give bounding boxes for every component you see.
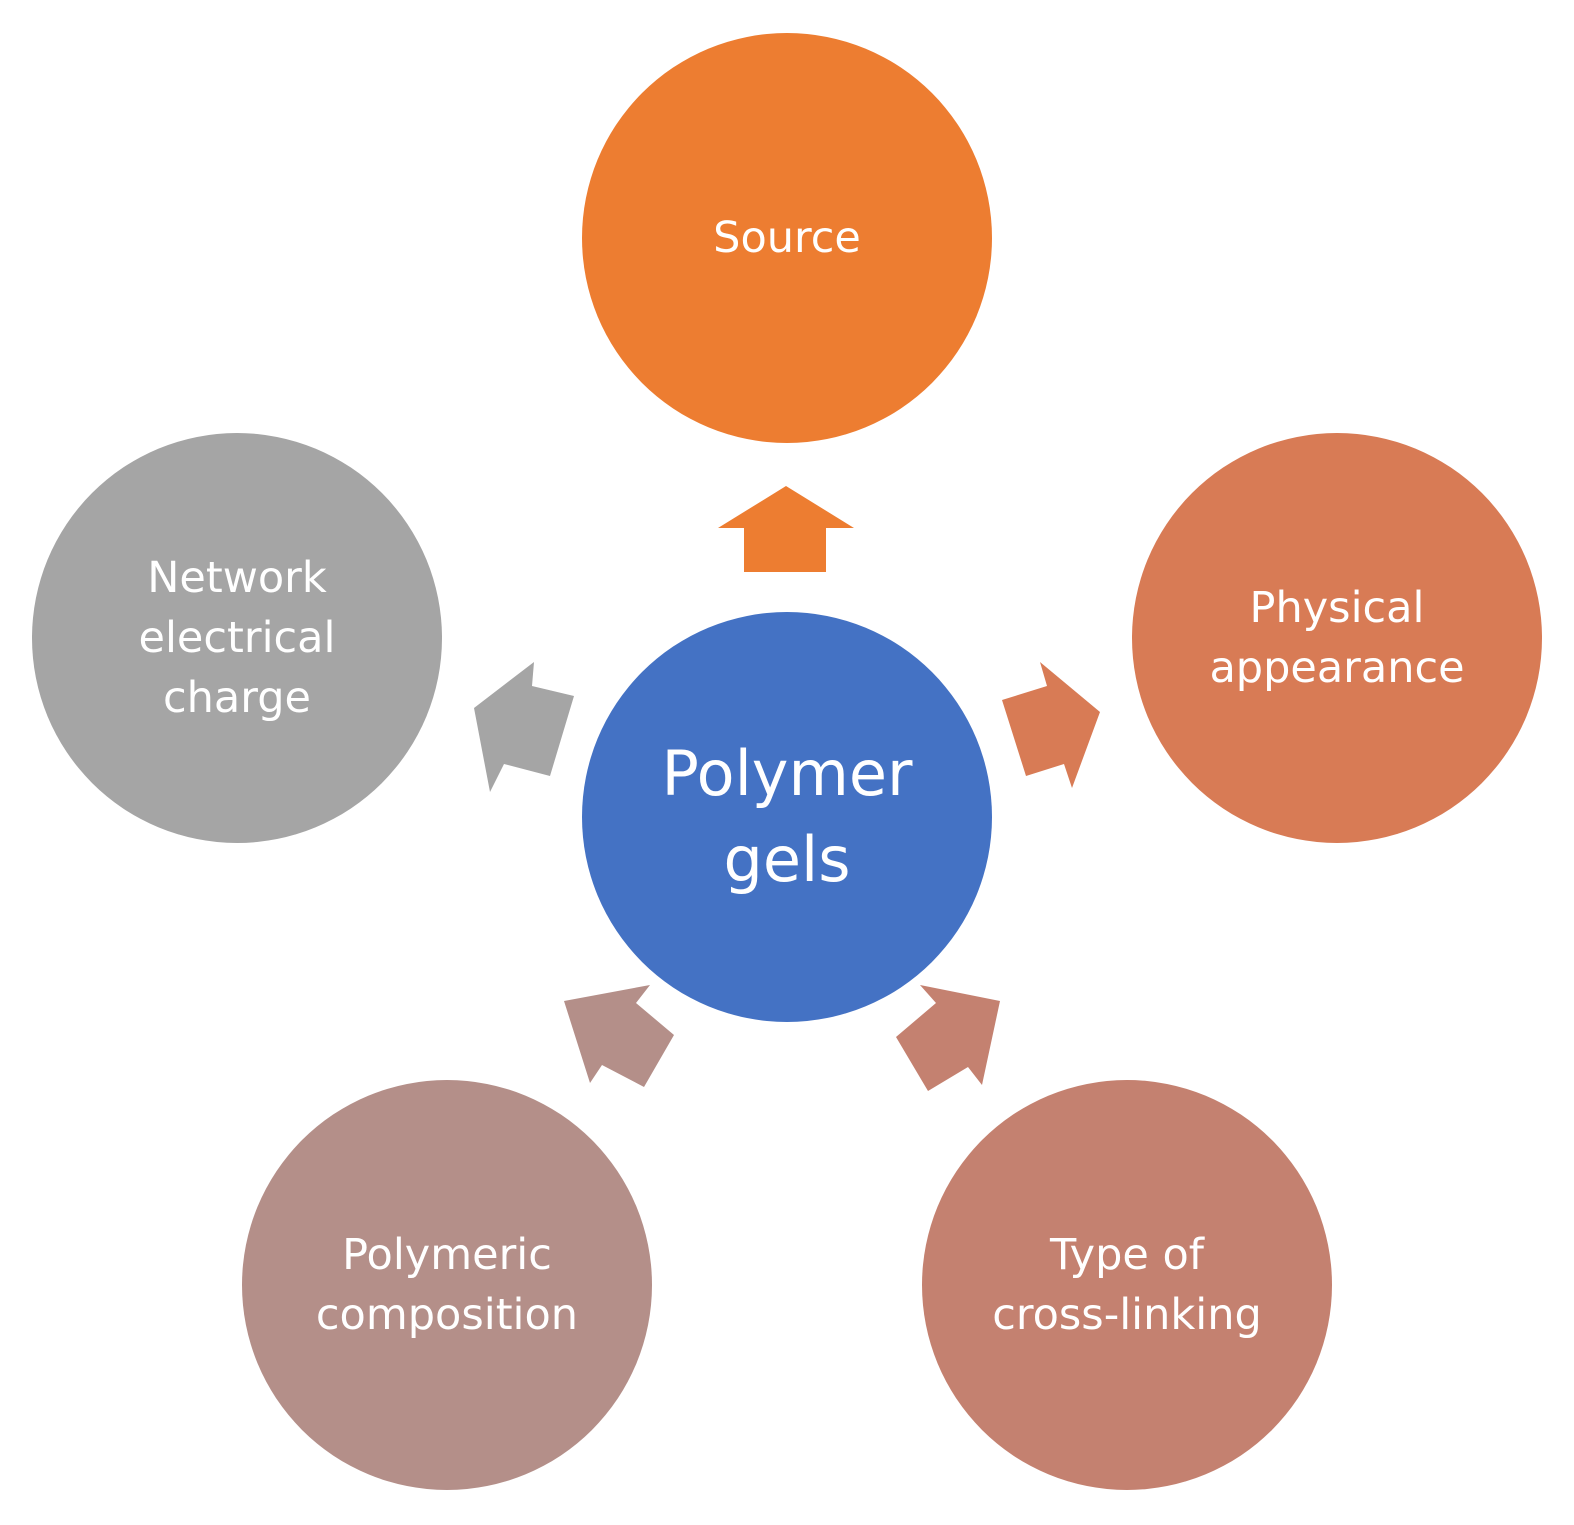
arrow-to-physical-appearance-shape — [1002, 662, 1100, 788]
node-source-label: Source — [713, 213, 861, 263]
node-cross-linking-line-1: Type of — [1050, 1230, 1204, 1280]
arrow-to-network-charge — [474, 662, 574, 792]
center-label-line-1: Polymer — [661, 737, 913, 810]
node-source: Source — [582, 33, 992, 443]
node-polymeric-composition-line-1: Polymeric — [342, 1230, 552, 1280]
node-type-of-cross-linking: Type of cross-linking — [922, 1080, 1332, 1490]
node-network-charge-line-2: electrical — [138, 613, 336, 663]
node-polymeric-composition: Polymeric composition — [242, 1080, 652, 1490]
arrow-to-network-charge-shape — [474, 662, 574, 792]
center-node-polymer-gels: Polymer gels — [582, 612, 992, 1022]
node-network-charge-line-1: Network — [147, 553, 327, 603]
arrow-to-cross-linking-shape — [896, 985, 1000, 1091]
arrow-to-polymeric-composition-shape — [564, 985, 674, 1087]
arrow-to-cross-linking — [896, 985, 1000, 1091]
node-network-electrical-charge: Network electrical charge — [32, 433, 442, 843]
arrow-to-source-shape — [718, 486, 854, 572]
center-label-line-2: gels — [723, 823, 851, 896]
arrow-to-physical-appearance — [1002, 662, 1100, 788]
node-network-charge-line-3: charge — [163, 673, 311, 723]
node-physical-appearance-line-2: appearance — [1209, 643, 1465, 693]
node-cross-linking-line-2: cross-linking — [992, 1290, 1262, 1340]
node-polymeric-composition-line-2: composition — [315, 1290, 579, 1340]
arrow-to-polymeric-composition — [564, 985, 674, 1087]
node-physical-appearance: Physical appearance — [1132, 433, 1542, 843]
node-physical-appearance-line-1: Physical — [1249, 583, 1425, 633]
arrow-to-source — [718, 486, 854, 572]
